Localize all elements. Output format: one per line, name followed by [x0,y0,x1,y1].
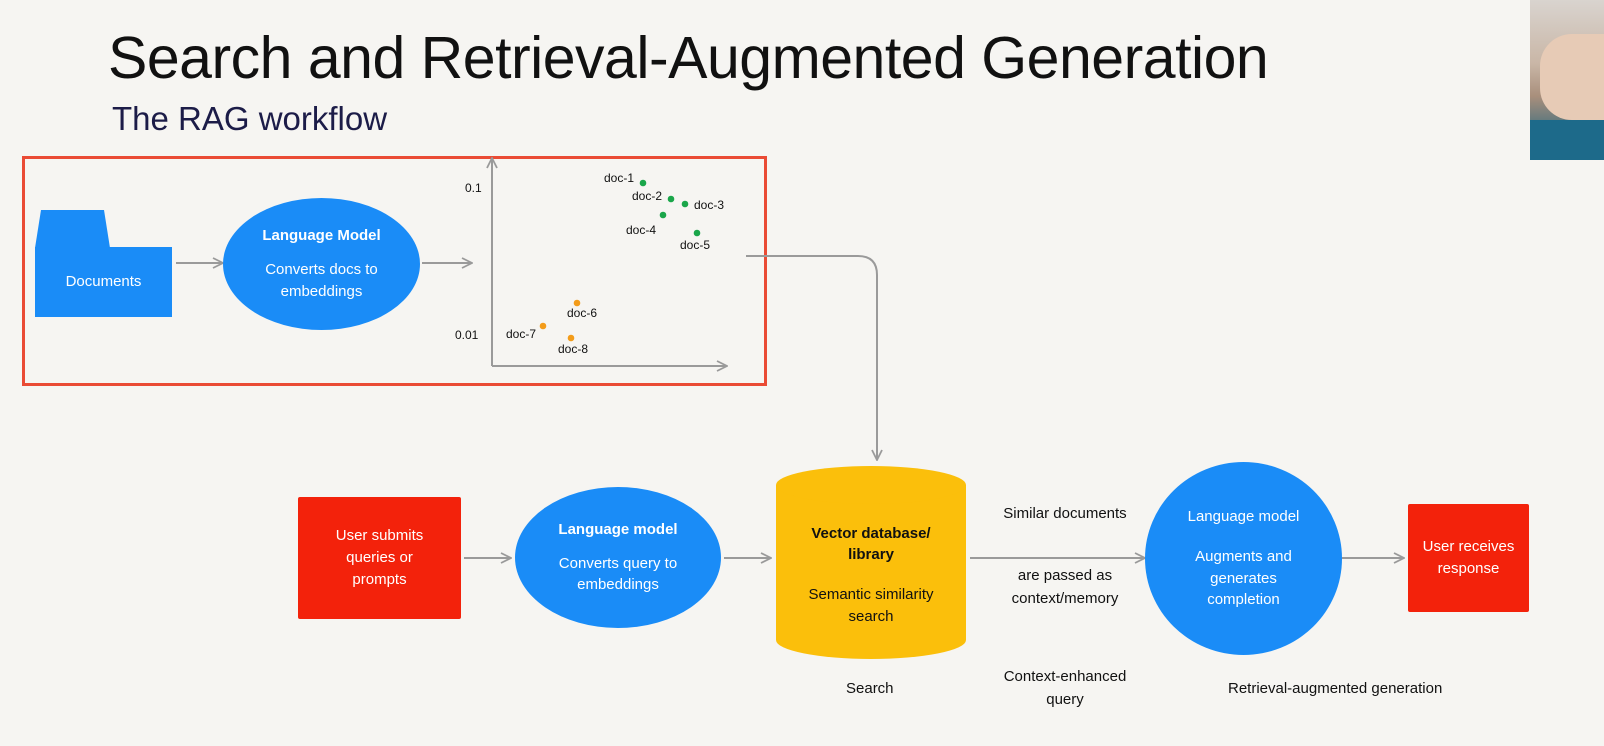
user-query-label: User submits queries or prompts [335,527,424,588]
doc-label-7: doc-7 [506,327,537,341]
stage-label-search: Search [846,680,894,697]
language-model-generation-node: Language model Augments and generates co… [1145,462,1342,655]
database-icon [776,466,966,504]
user-response-box: User receives response [1408,504,1529,612]
doc-point-6 [573,299,581,307]
presenter-face [1540,34,1604,120]
vector-database-node: Vector database/ library Semantic simila… [776,505,966,645]
doc-point-5 [693,229,701,237]
vector-database-desc: Semantic similarity search [808,586,934,625]
language-model-docs-desc: Converts docs to embeddings [265,261,378,300]
doc-label-5: doc-5 [680,238,711,252]
arrow-plot-to-database [746,255,877,460]
user-query-box: User submits queries or prompts [298,497,461,619]
similar-documents-label: Similar documents [1003,505,1127,522]
language-model-query-title: Language model [558,520,678,538]
documents-folder: Documents [35,247,172,317]
doc-label-4: doc-4 [626,223,657,237]
folder-icon [35,210,110,248]
doc-label-6: doc-6 [567,306,598,320]
doc-point-8 [567,334,575,342]
doc-point-2 [667,195,675,203]
presenter-shirt [1530,120,1604,160]
database-cylinder-body [776,485,966,640]
doc-point-3 [681,200,689,208]
doc-label-1: doc-1 [604,171,635,185]
presenter-webcam [1530,0,1604,160]
y-tick-0.01: 0.01 [455,328,479,342]
embedding-highlight-box [22,156,767,386]
user-response-label: User receives response [1422,538,1515,577]
doc-label-2: doc-2 [632,189,663,203]
language-model-query-desc: Converts query to embeddings [558,554,678,594]
language-model-query-node: Language model Converts query to embeddi… [515,487,721,628]
passed-as-context-label: are passed as context/memory [1011,567,1119,607]
y-tick-0.1: 0.1 [465,181,482,195]
stage-label-context-enhanced-query: Context-enhanced query [1003,668,1127,708]
documents-label: Documents [65,273,142,291]
language-model-generation-desc: Augments and generates completion [1195,547,1292,609]
slide-title: Search and Retrieval-Augmented Generatio… [108,25,1269,91]
vector-database-title: Vector database/ library [811,524,931,564]
language-model-docs-node: Language Model Converts docs to embeddin… [223,198,420,330]
language-model-docs-title: Language Model [262,227,381,245]
doc-label-3: doc-3 [694,198,725,212]
slide-subtitle: The RAG workflow [112,100,388,137]
language-model-generation-title: Language model [1187,508,1300,525]
doc-label-8: doc-8 [558,342,589,356]
stage-label-rag: Retrieval-augmented generation [1228,680,1443,697]
doc-point-7 [539,322,547,330]
doc-point-4 [659,211,667,219]
doc-point-1 [639,179,647,187]
